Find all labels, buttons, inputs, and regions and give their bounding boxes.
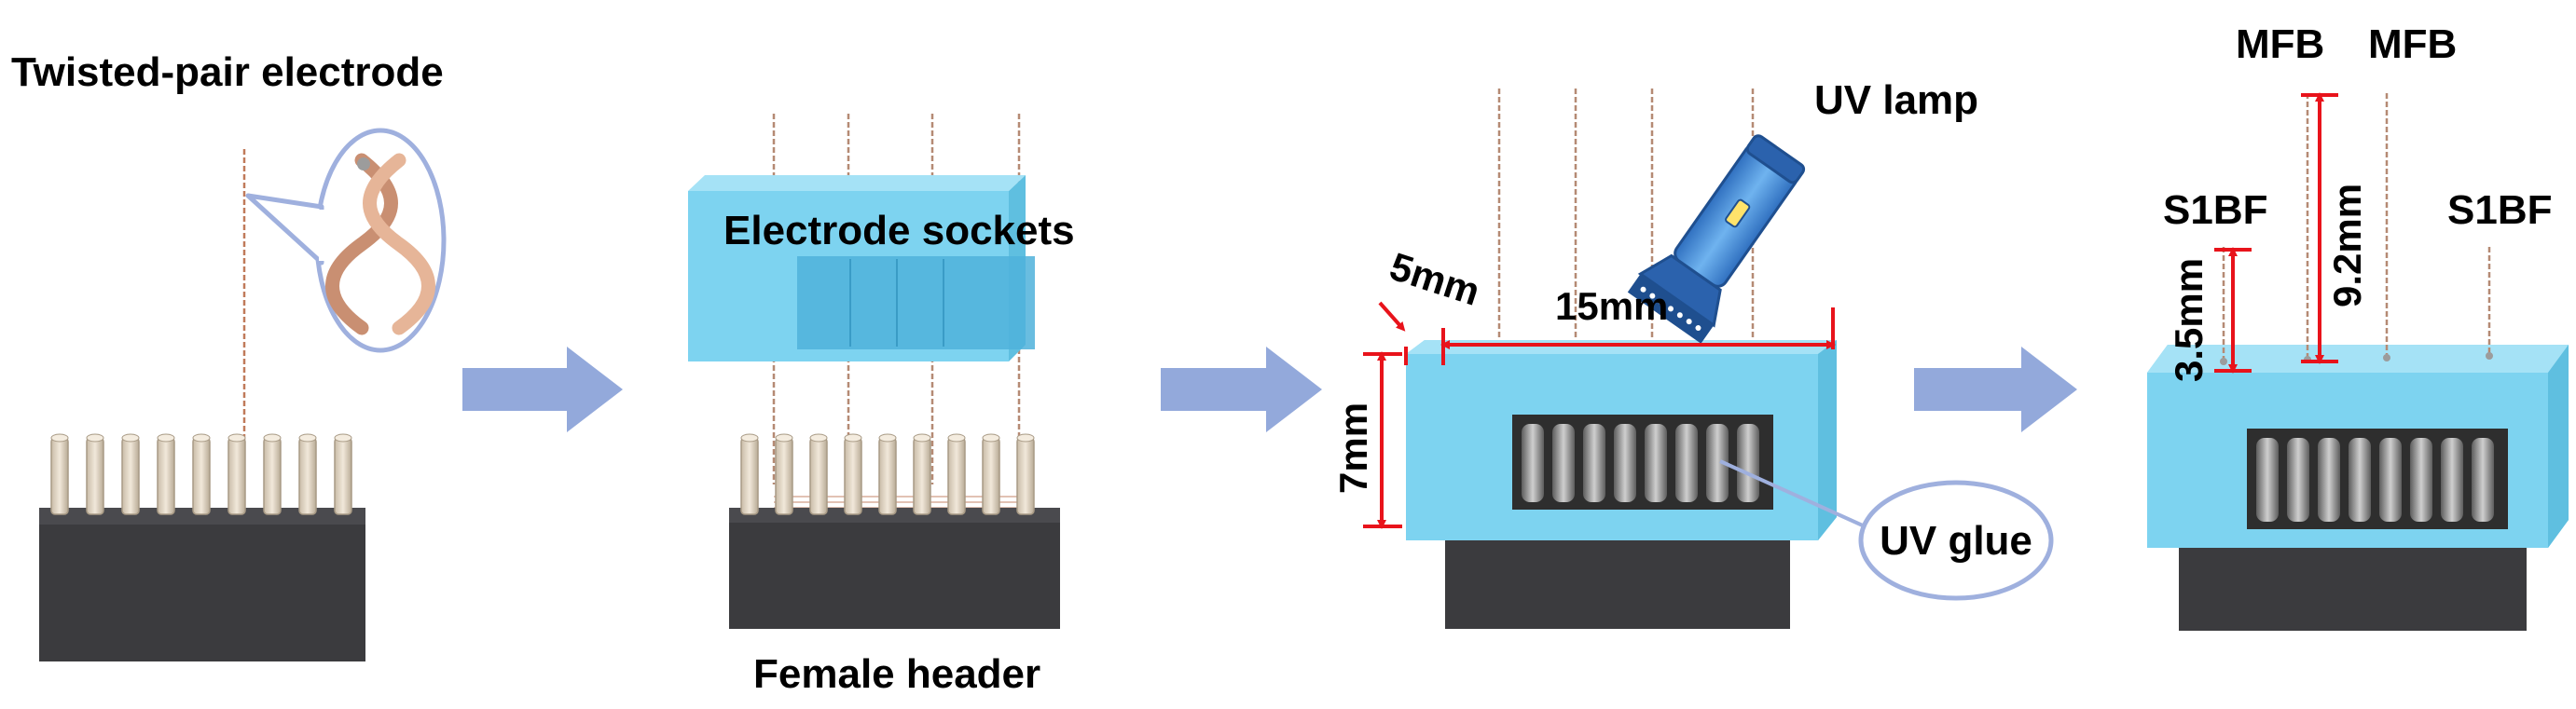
- pin-tip: [192, 433, 211, 443]
- female-header-label: Female header: [753, 651, 1040, 697]
- arrow-right-icon: [1914, 347, 2077, 432]
- uv-lamp-icon: [1627, 134, 1806, 344]
- final-socket-slots: [2256, 438, 2494, 522]
- pin-tip: [740, 433, 759, 443]
- pin-tip: [298, 433, 317, 443]
- pin-tip: [878, 433, 897, 443]
- socket-slot: [2379, 438, 2402, 522]
- arrow-right-icon: [462, 347, 623, 432]
- socket-slot: [1614, 424, 1636, 502]
- header-pin: [775, 437, 793, 515]
- height-dimension: 7mm: [1331, 402, 1375, 494]
- header-pin: [844, 437, 862, 515]
- header-base: [1445, 540, 1790, 629]
- panel-2: Electrode sockets Female header: [688, 114, 1075, 697]
- header-pin: [982, 437, 1000, 515]
- mfb-right-label: MFB: [2368, 21, 2457, 67]
- pin-tip: [1016, 433, 1035, 443]
- socket-slot: [1552, 424, 1575, 502]
- female-header-pins: [740, 433, 1035, 515]
- depth-dimension-lines: [2214, 92, 2338, 374]
- female-header: [729, 508, 1060, 629]
- dimension-lines: [1363, 301, 1836, 529]
- length-dimension: 15mm: [1555, 284, 1668, 328]
- twisted-wire-icon: [325, 153, 435, 335]
- final-header-base: [2179, 545, 2527, 631]
- header-pin: [1016, 437, 1035, 515]
- mfb-depth-dimension: 9.2mm: [2325, 184, 2369, 307]
- arrow-right-icon: [1161, 347, 1322, 432]
- socket-slot: [2410, 438, 2432, 522]
- panel-1: Twisted-pair electrode: [11, 49, 447, 661]
- uv-lamp-label: UV lamp: [1814, 77, 1978, 123]
- pin-tip: [50, 433, 69, 443]
- implant-wires: [2222, 93, 2491, 363]
- socket-slot: [2441, 438, 2463, 522]
- twisted-pair-label: Twisted-pair electrode: [11, 49, 444, 95]
- s1bf-left-label: S1BF: [2163, 187, 2267, 233]
- socket-slot: [1645, 424, 1667, 502]
- socket-slot: [2349, 438, 2371, 522]
- socket-slots: [1522, 424, 1759, 502]
- header-pin: [50, 437, 69, 515]
- header-pin: [913, 437, 931, 515]
- socket-slot: [2287, 438, 2309, 522]
- pin-tip: [86, 433, 104, 443]
- panel-4: MFB MFB S1BF S1BF 3.5mm 9.2mm: [2147, 21, 2569, 631]
- socket-slot: [1737, 424, 1759, 502]
- pin-tip: [947, 433, 966, 443]
- pin-tip: [227, 433, 246, 443]
- male-header-pins: [50, 433, 352, 515]
- socket-slot: [2318, 438, 2340, 522]
- uv-glue-label: UV glue: [1880, 518, 2032, 564]
- pin-tip: [263, 433, 282, 443]
- header-pin: [334, 437, 352, 515]
- socket-slot: [1675, 424, 1698, 502]
- male-pin-header: [39, 508, 365, 661]
- pin-tip: [334, 433, 352, 443]
- header-pin: [227, 437, 246, 515]
- header-pin: [192, 437, 211, 515]
- header-pin: [947, 437, 966, 515]
- s1bf-depth-dimension: 3.5mm: [2167, 258, 2211, 382]
- pin-tip: [157, 433, 175, 443]
- header-pin: [157, 437, 175, 515]
- twisted-wire-callout: [245, 128, 447, 353]
- panel-3: UV lamp UV glue 5mm 15mm 7mm: [1331, 77, 2054, 629]
- header-pin: [263, 437, 282, 515]
- header-pin: [878, 437, 897, 515]
- socket-slot: [1522, 424, 1544, 502]
- pin-tip: [913, 433, 931, 443]
- socket-slot: [1583, 424, 1605, 502]
- pin-tip: [844, 433, 862, 443]
- header-pin: [121, 437, 140, 515]
- header-pin: [298, 437, 317, 515]
- thickness-dimension: 5mm: [1384, 244, 1485, 314]
- header-pin: [86, 437, 104, 515]
- electrode-socket-block: [688, 175, 1035, 361]
- uv-glue-pointer: [1719, 459, 1866, 528]
- socket-slot: [1706, 424, 1729, 502]
- header-pin: [740, 437, 759, 515]
- pin-tip: [121, 433, 140, 443]
- header-pin: [809, 437, 828, 515]
- s1bf-right-label: S1BF: [2447, 187, 2552, 233]
- pin-tip: [809, 433, 828, 443]
- pin-tip: [982, 433, 1000, 443]
- pin-tip: [775, 433, 793, 443]
- electrode-sockets-label: Electrode sockets: [723, 208, 1075, 253]
- mfb-left-label: MFB: [2236, 21, 2324, 67]
- socket-slot: [2472, 438, 2494, 522]
- socket-slot: [2256, 438, 2279, 522]
- uv-glue-callout: [1858, 480, 2054, 601]
